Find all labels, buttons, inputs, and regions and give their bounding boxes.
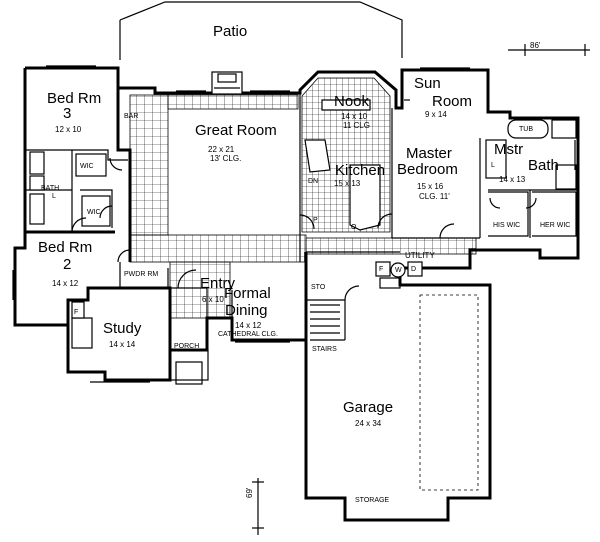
bath-l-label: L [52,193,56,200]
bed2-label-1: Bed Rm [38,239,93,256]
bar-label: BAR [124,113,139,120]
sto-label: STO [311,284,326,291]
exterior-wall-main [25,66,580,522]
depth-dimension-line [252,478,264,535]
oven-o-label: O [351,224,357,231]
great-room-ceiling: 13' CLG. [210,154,242,163]
utility-label: UTILITY [405,251,435,260]
nook-ceiling: 11 CLG [343,121,370,130]
her-wic-label: HER WIC [540,222,571,229]
master-bedroom-label-1: Master [406,145,452,162]
washer-w-label: W [395,267,402,274]
mstr-bath-dims: 14 x 13 [499,175,526,184]
patio-label: Patio [213,23,248,40]
formal-dining-label-1: Formal [224,285,271,302]
hallway-tile [129,234,307,263]
bath-label: BATH [41,185,60,192]
entry-dims: 6 x 10 [202,295,224,304]
formal-dining-label-2: Dining [225,302,268,319]
study-dims: 14 x 14 [109,340,136,349]
sun-room-label-2: Room [432,93,473,110]
entry-tile [169,261,231,319]
garage-label: Garage [343,399,394,416]
formal-dining-dims: 14 x 12 [235,321,262,330]
great-room-dims: 22 x 21 [208,145,235,154]
garage-dims: 24 x 34 [355,419,382,428]
formal-dining-ceiling: CATHEDRAL CLG. [218,331,278,338]
porch-outline [169,349,209,381]
nook-label: Nook [334,93,370,110]
study-fireplace-f-label: F [74,309,79,316]
tub-label: TUB [519,126,533,133]
kitchen-island [349,164,381,231]
bed3-label-2: 3 [63,105,72,122]
windows [12,65,576,383]
dryer-d-label: D [411,266,417,273]
kitchen-dims: 15 x 13 [334,179,361,188]
nook-dims: 14 x 10 [341,112,368,121]
pantry-p-label: P [313,217,318,224]
mstr-bath-label-1: Mstr [494,141,524,158]
bed2-dims: 14 x 12 [52,279,79,288]
mstr-l-label: L [491,162,495,169]
master-bedroom-dims: 15 x 16 [417,182,444,191]
stairs [310,304,340,334]
storage-label: STORAGE [355,497,390,504]
stairs-label: STAIRS [312,346,337,353]
bed2-label-2: 2 [63,256,72,273]
porch-label: PORCH [174,343,200,350]
sun-room-dims: 9 x 14 [425,110,447,119]
master-bedroom-label-2: Bedroom [397,161,458,178]
tub [507,119,549,139]
study-label: Study [103,320,142,337]
depth-dimension: 69' [245,487,254,498]
fireplace [211,71,243,95]
bed3-label-1: Bed Rm [47,90,102,107]
sun-room-label-1: Sun [414,75,441,92]
patio-outline [119,1,403,58]
his-wic-label: HIS WIC [493,222,521,229]
bed3-dims: 12 x 10 [55,125,82,134]
pwdr-rm-label: PWDR RM [124,271,159,278]
width-dimension-line [508,44,590,56]
freezer-f-label: F [379,266,384,273]
width-dimension: 86' [530,41,541,50]
garage-parking-bay [419,294,479,491]
great-room-label: Great Room [195,122,277,139]
entry-label: Entry [200,275,236,292]
dn-label: DN [308,178,319,185]
mstr-bath-label-2: Bath [528,157,559,174]
master-bedroom-ceiling: CLG. 11' [419,192,450,201]
kitchen-label: Kitchen [335,162,386,179]
bed2-wic-label: WIC [87,209,101,216]
bed3-wic-label: WIC [80,163,94,170]
